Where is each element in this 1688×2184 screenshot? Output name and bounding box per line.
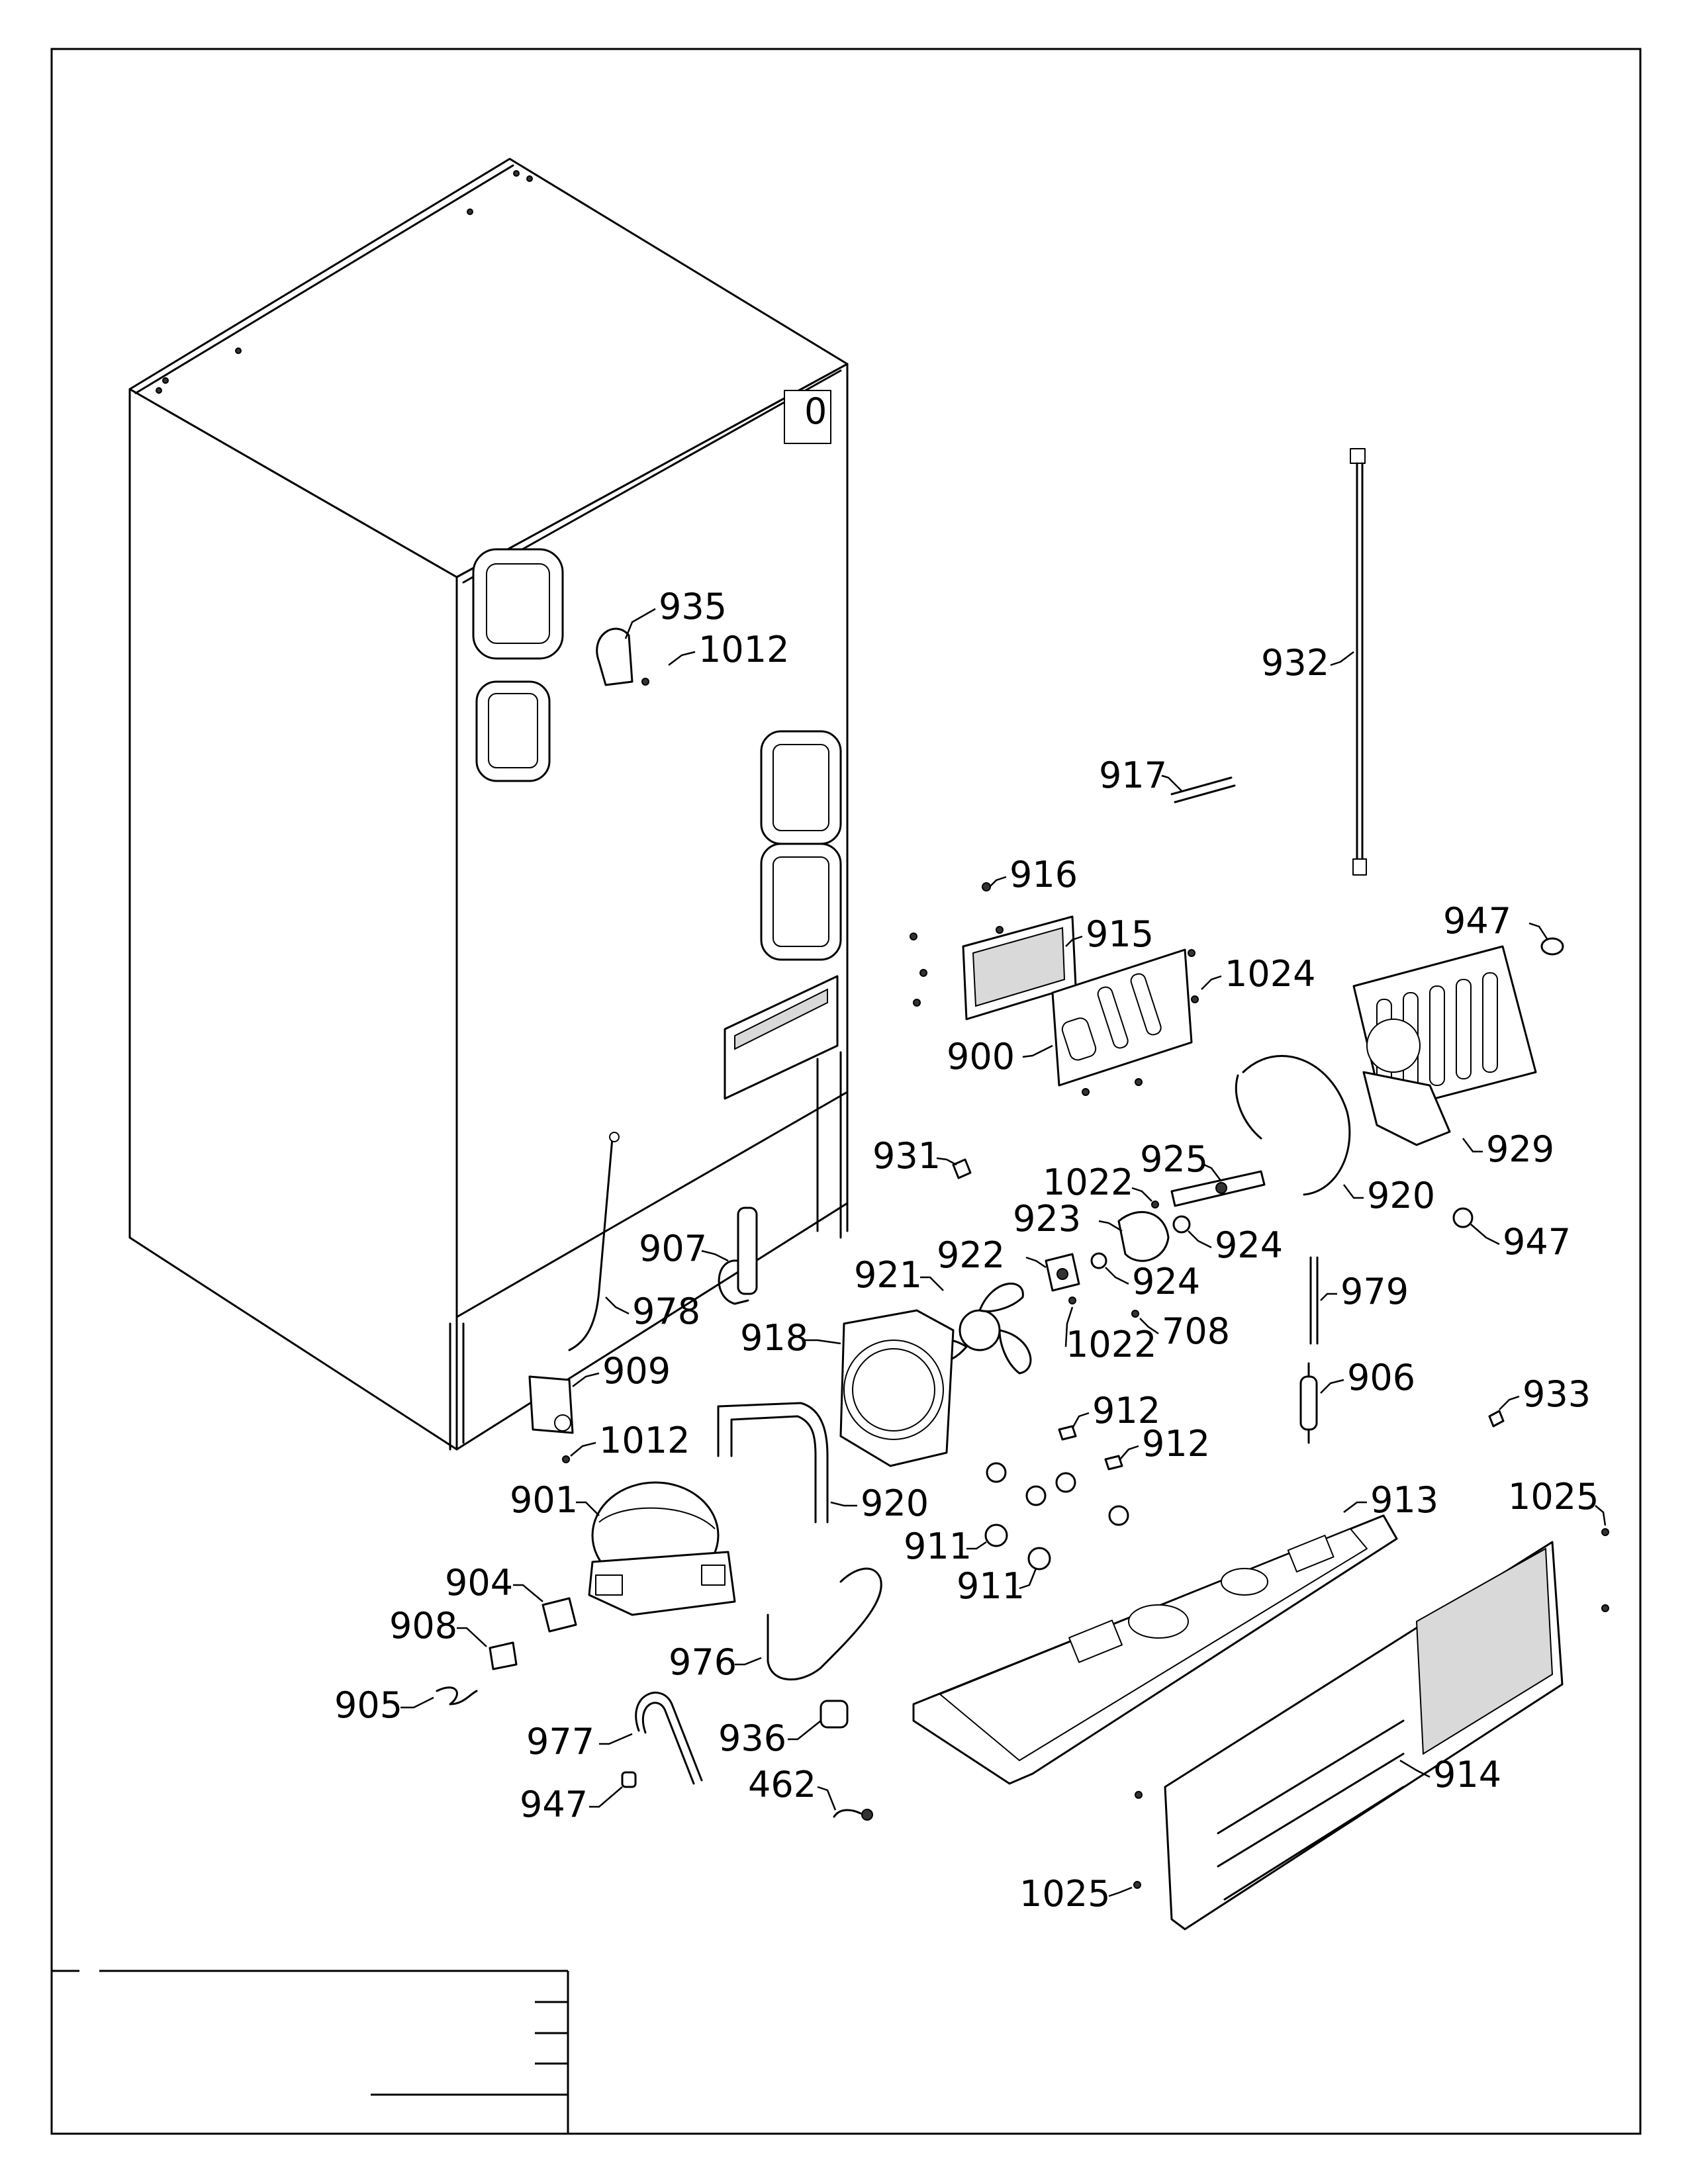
callout-925: 925 xyxy=(1140,1138,1208,1180)
callout-901: 901 xyxy=(510,1479,578,1521)
callout-915: 915 xyxy=(1086,913,1154,955)
callout-932: 932 xyxy=(1261,642,1329,684)
part-976-tube xyxy=(767,1567,882,1681)
callout-906: 906 xyxy=(1347,1357,1415,1398)
callout-907: 907 xyxy=(639,1228,707,1269)
part-977-tube xyxy=(635,1692,703,1782)
part-936-cap xyxy=(820,1700,849,1729)
callout-920-top: 920 xyxy=(1367,1175,1435,1216)
callout-920-lower: 920 xyxy=(861,1482,929,1524)
drawing-border xyxy=(50,48,1642,2135)
callout-916: 916 xyxy=(1009,854,1078,895)
callout-904: 904 xyxy=(445,1562,513,1604)
part-923-shroud xyxy=(1117,1210,1170,1262)
callout-1024: 1024 xyxy=(1225,953,1315,995)
callout-900: 900 xyxy=(947,1036,1015,1077)
callout-936: 936 xyxy=(718,1717,786,1759)
part-918-fan-shroud xyxy=(839,1309,955,1467)
part-920-tube-lower xyxy=(717,1402,829,1524)
callout-947-mid: 947 xyxy=(1503,1221,1571,1263)
title-block xyxy=(52,1970,569,2135)
part-904-overload xyxy=(541,1597,577,1633)
callout-1022-top: 1022 xyxy=(1043,1161,1133,1203)
part-947-grommet-top xyxy=(1540,937,1564,956)
part-931-clip xyxy=(952,1158,972,1179)
callout-912-b: 912 xyxy=(1142,1423,1210,1465)
svg-text:0: 0 xyxy=(804,390,827,432)
part-922-motor-bracket xyxy=(1045,1253,1080,1292)
part-913-base-pan xyxy=(912,1514,1398,1785)
refrigerator-cabinet: 0 xyxy=(128,158,849,1451)
callout-1022-mid: 1022 xyxy=(1066,1324,1156,1365)
part-917-harness xyxy=(1170,776,1236,803)
part-932-power-cord xyxy=(1350,448,1367,876)
part-916-screw xyxy=(982,882,991,891)
part-920-tube-top xyxy=(1242,1055,1351,1196)
part-935-strain-relief xyxy=(596,627,649,686)
callout-979: 979 xyxy=(1340,1271,1409,1312)
callout-947-top: 947 xyxy=(1443,900,1511,942)
part-924-washer-b xyxy=(1090,1252,1107,1269)
part-1025-screw-top xyxy=(1601,1528,1609,1536)
part-901-compressor xyxy=(588,1481,736,1616)
part-900-cover-plate xyxy=(1051,948,1199,1096)
part-462-thermistor xyxy=(833,1809,873,1821)
part-1022-screw-top xyxy=(1151,1201,1159,1208)
callout-976: 976 xyxy=(669,1641,737,1683)
callout-1025-lower: 1025 xyxy=(1019,1873,1110,1915)
part-905-clip xyxy=(436,1686,478,1706)
callout-924-b: 924 xyxy=(1132,1261,1200,1302)
callout-923: 923 xyxy=(1013,1198,1081,1240)
part-708-screw xyxy=(1131,1310,1139,1318)
part-912-nut-b xyxy=(1104,1455,1123,1471)
callout-708: 708 xyxy=(1162,1310,1230,1352)
part-933-clip xyxy=(1488,1410,1505,1428)
part-1025-screw-lower xyxy=(1133,1881,1141,1889)
callout-908: 908 xyxy=(389,1605,457,1647)
callout-912-a: 912 xyxy=(1092,1390,1160,1432)
callout-911-b: 911 xyxy=(957,1565,1025,1607)
callout-922: 922 xyxy=(937,1234,1005,1276)
callout-462: 462 xyxy=(748,1764,816,1805)
part-911-grommets xyxy=(984,1462,1129,1570)
callout-933: 933 xyxy=(1523,1373,1591,1415)
part-947-grommet-mid xyxy=(1452,1207,1474,1228)
callout-929: 929 xyxy=(1486,1128,1554,1170)
callout-924-a: 924 xyxy=(1215,1224,1283,1266)
part-914-grille xyxy=(1164,1541,1564,1931)
part-929-condenser xyxy=(1352,945,1537,1146)
callout-917: 917 xyxy=(1099,754,1167,796)
part-925-bracket xyxy=(1170,1170,1266,1207)
callout-1012-lower: 1012 xyxy=(599,1420,690,1461)
callout-947-lower: 947 xyxy=(520,1784,588,1825)
callout-935: 935 xyxy=(659,586,727,627)
part-906-drier xyxy=(1299,1362,1318,1444)
part-908-relay-cover xyxy=(489,1641,518,1670)
part-1022-screw-mid xyxy=(1068,1297,1076,1304)
part-912-nut-a xyxy=(1058,1425,1077,1441)
callout-1025-top: 1025 xyxy=(1508,1476,1599,1518)
callout-977: 977 xyxy=(526,1721,594,1762)
part-1012-screw-lower xyxy=(562,1455,570,1463)
callout-1012-top: 1012 xyxy=(698,629,789,670)
callout-905: 905 xyxy=(334,1684,402,1726)
callout-918: 918 xyxy=(740,1317,808,1359)
part-915-control-board xyxy=(910,915,1077,1021)
callout-911-a: 911 xyxy=(904,1525,972,1567)
callout-914: 914 xyxy=(1433,1754,1501,1796)
part-947-grommet-lower xyxy=(621,1771,637,1788)
part-924-washer-a xyxy=(1172,1215,1191,1234)
callout-913: 913 xyxy=(1370,1479,1438,1521)
callout-921: 921 xyxy=(854,1254,922,1296)
callout-978: 978 xyxy=(632,1291,700,1332)
part-978-drain-tube xyxy=(568,1137,614,1351)
part-907-drain-hose xyxy=(718,1206,758,1305)
part-909-relay-bracket xyxy=(528,1375,574,1434)
callout-909: 909 xyxy=(602,1350,671,1392)
callout-931: 931 xyxy=(872,1135,941,1177)
